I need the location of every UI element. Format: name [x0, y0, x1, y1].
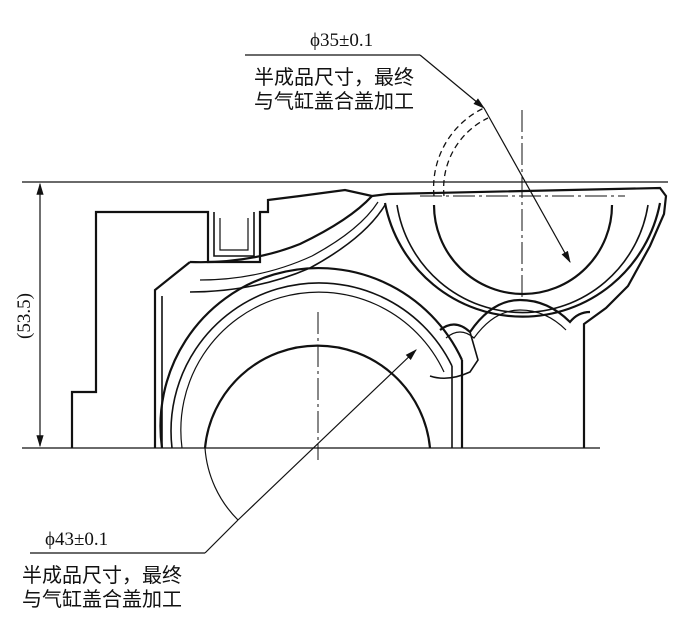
upper-bore-diameter-line: [483, 107, 571, 264]
left-wall: [153, 261, 191, 448]
lower-housing-shoulder: [429, 331, 479, 380]
lower-bore-leader-diagonal: [204, 519, 239, 554]
lower-bore-dimension-label: ϕ43±0.1: [45, 529, 108, 550]
upper-bearing-outer: [383, 202, 662, 318]
scallop-edge: [439, 298, 591, 334]
upper-bore-hidden-arc: [432, 107, 485, 197]
upper-bore-hidden-arc-2: [442, 117, 489, 197]
lower-bore-mid-1: [170, 282, 453, 449]
small-pocket-inner: [219, 218, 249, 251]
lower-note-line2: 与气缸盖合盖加工: [22, 588, 182, 611]
small-pocket: [213, 212, 255, 257]
lower-bore-mid-2: [180, 291, 445, 449]
lower-bore-diameter-line: [237, 349, 417, 521]
web-curve-upper: [189, 195, 373, 264]
upper-bearing-mid: [396, 204, 649, 314]
lower-bore-outer: [159, 266, 463, 449]
upper-bore-dimension-label: ϕ35±0.1: [310, 30, 373, 51]
upper-bearing-inner: [432, 204, 614, 296]
upper-bore-leader-diagonal: [419, 54, 485, 109]
height-dimension-label: (53.5): [14, 293, 35, 339]
lower-note-line1: 半成品尺寸，最终: [22, 564, 182, 587]
upper-note-line1: 半成品尺寸，最终: [254, 66, 414, 89]
upper-note-line2: 与气缸盖合盖加工: [254, 90, 414, 113]
part-outline: [70, 186, 668, 448]
web-curve-inner: [199, 201, 379, 281]
lower-bore-hidden-arc: [204, 447, 239, 521]
scallop-edge-inner: [445, 309, 567, 339]
